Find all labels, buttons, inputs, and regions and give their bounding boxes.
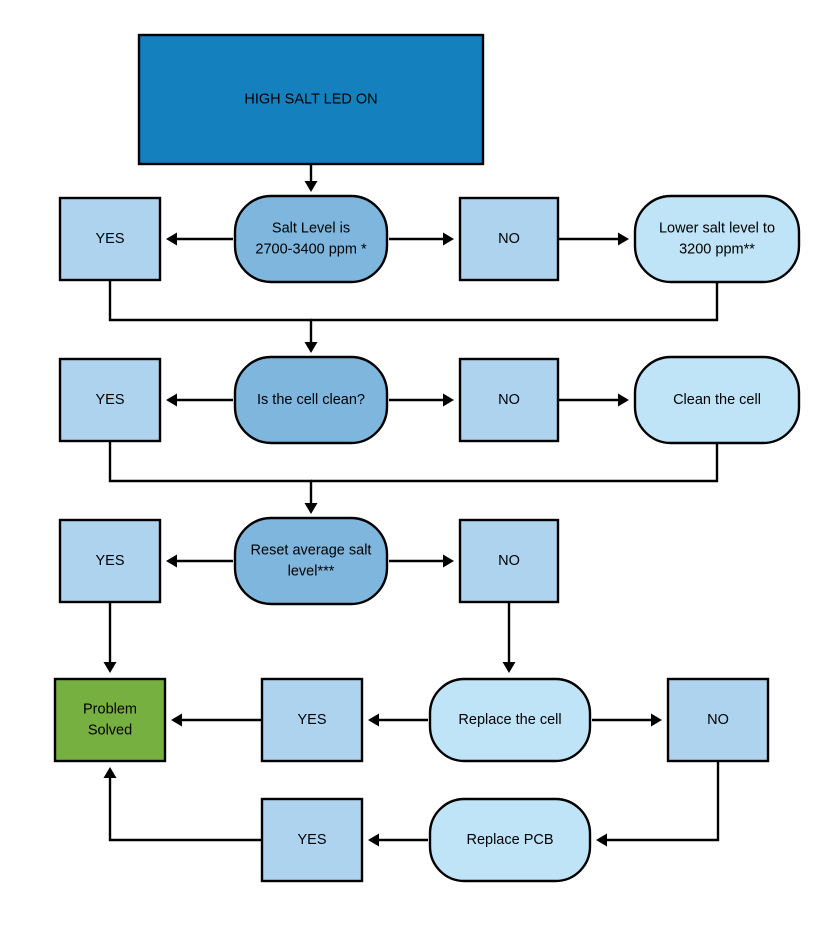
arrow-head-icon — [368, 713, 379, 727]
flow-connector — [558, 232, 629, 246]
flow-node-q1-no[interactable]: NO — [458, 196, 560, 282]
node-shape-action — [633, 194, 801, 284]
arrow-head-icon — [618, 393, 629, 407]
arrow-head-icon — [443, 232, 454, 246]
arrow-head-icon — [651, 713, 662, 727]
edge-layer — [103, 164, 720, 847]
arrow-head-icon — [166, 554, 177, 568]
arrow-head-icon — [171, 713, 182, 727]
flow-node-q4-no[interactable]: NO — [666, 677, 770, 763]
flow-connector — [103, 602, 117, 673]
arrow-head-icon — [368, 833, 379, 847]
arrow-head-icon — [596, 833, 607, 847]
flow-node-q1-yes[interactable]: YES — [58, 196, 162, 282]
arrow-head-icon — [304, 503, 318, 514]
node-shape-answer — [458, 518, 560, 604]
node-shape-decision — [233, 516, 389, 606]
flow-connector — [389, 554, 454, 568]
arrow-head-icon — [304, 342, 318, 353]
arrow-head-icon — [443, 393, 454, 407]
arrow-head-icon — [304, 181, 318, 192]
flow-node-a2[interactable]: Clean the cell — [633, 355, 801, 445]
node-shape-success — [53, 677, 167, 763]
connector-line — [607, 761, 720, 842]
flow-connector — [596, 761, 720, 847]
node-shape-action — [428, 677, 592, 763]
arrow-head-icon — [443, 554, 454, 568]
node-shape-decision — [233, 355, 389, 445]
arrow-head-icon — [103, 662, 117, 673]
flow-connector — [166, 232, 233, 246]
node-shape-header — [137, 33, 485, 166]
arrow-head-icon — [166, 232, 177, 246]
flow-connector — [368, 713, 428, 727]
flow-connector — [592, 713, 662, 727]
node-shape-answer — [58, 357, 162, 443]
node-shape-answer — [458, 357, 560, 443]
connector-line — [311, 443, 719, 483]
flow-connector — [311, 443, 719, 483]
node-shape-answer — [458, 196, 560, 282]
arrow-head-icon — [166, 393, 177, 407]
flow-connector — [171, 713, 262, 727]
node-shape-answer — [666, 677, 770, 763]
node-shape-answer — [58, 196, 162, 282]
flow-node-q3-yes[interactable]: YES — [58, 518, 162, 604]
flow-node-q2[interactable]: Is the cell clean? — [233, 355, 389, 445]
node-shape-action — [428, 797, 592, 883]
connector-line — [108, 778, 262, 842]
connector-line — [108, 280, 313, 342]
flow-node-q5-yes[interactable]: YES — [260, 797, 364, 883]
connector-line — [108, 441, 313, 503]
node-shape-answer — [260, 677, 364, 763]
flow-node-q2-no[interactable]: NO — [458, 357, 560, 443]
flow-connector — [389, 393, 454, 407]
flow-node-a3[interactable]: Replace the cell — [428, 677, 592, 763]
flow-connector — [558, 393, 629, 407]
flow-connector — [166, 554, 233, 568]
flow-connector — [304, 164, 318, 192]
flow-connector — [389, 232, 454, 246]
arrow-head-icon — [618, 232, 629, 246]
flow-connector — [311, 282, 719, 322]
node-shape-action — [633, 355, 801, 445]
flow-connector — [108, 441, 318, 514]
flow-connector — [166, 393, 233, 407]
node-shape-decision — [233, 194, 389, 284]
node-shape-answer — [260, 797, 364, 883]
arrow-head-icon — [502, 662, 516, 673]
flow-node-q4-yes[interactable]: YES — [260, 677, 364, 763]
node-shape-answer — [58, 518, 162, 604]
arrow-head-icon — [103, 767, 117, 778]
connector-line — [311, 282, 719, 322]
flow-node-q3-no[interactable]: NO — [458, 518, 560, 604]
flow-connector — [103, 767, 262, 842]
flow-node-header[interactable]: HIGH SALT LED ON — [137, 33, 485, 166]
flow-node-a4[interactable]: Replace PCB — [428, 797, 592, 883]
flow-connector — [368, 833, 428, 847]
flow-connector — [108, 280, 318, 353]
flow-connector — [502, 602, 516, 673]
flow-node-q2-yes[interactable]: YES — [58, 357, 162, 443]
